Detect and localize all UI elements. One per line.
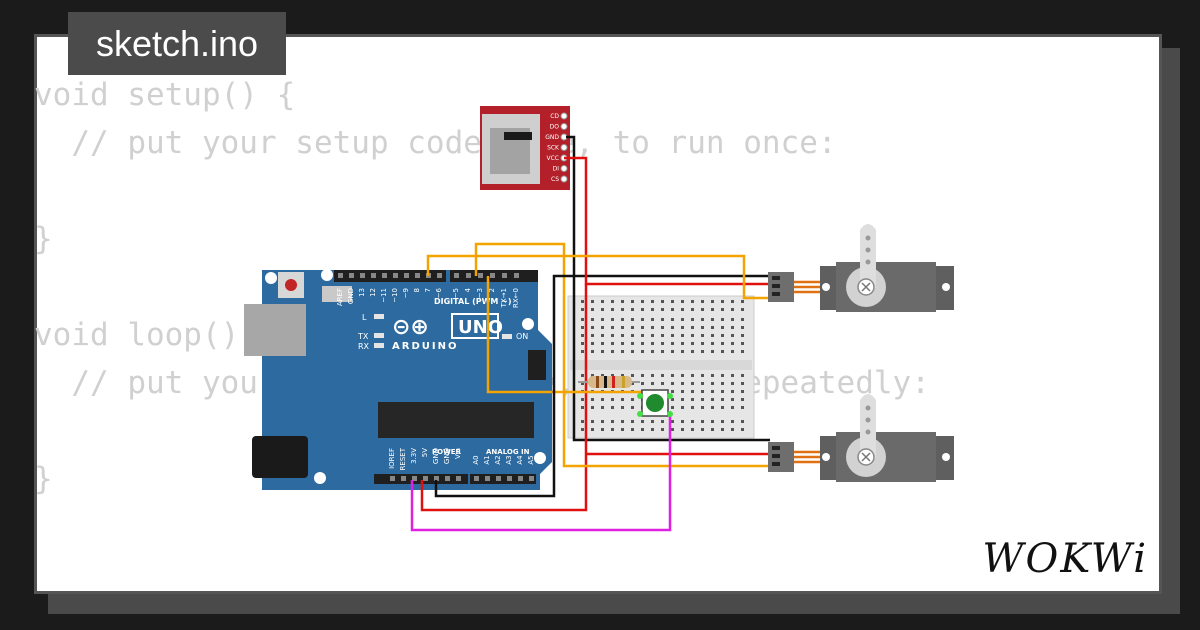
icsp-header [528, 350, 546, 380]
digital-pin-label: ~9 [402, 288, 410, 298]
digital-pin-label: TX→1 [500, 288, 508, 308]
led-label-rx: RX [358, 342, 370, 351]
power-pin-label: GND [432, 448, 440, 464]
digital-pin-label: 12 [369, 288, 377, 297]
sd-pin-label: SCK [547, 145, 560, 152]
on-led-label: ON [516, 332, 528, 341]
code-line: void setup() { [34, 77, 296, 113]
power-pin-label: Vin [454, 448, 462, 459]
digital-pin-label: RX←0 [512, 288, 520, 308]
resistor[interactable] [578, 376, 640, 388]
arduino-infinity-logo: ⊝⊕ [392, 315, 429, 340]
power-header [374, 474, 468, 484]
power-jack [252, 436, 308, 478]
arduino-logo-text: ARDUINO [392, 341, 458, 352]
power-pin-label: 5V [421, 448, 429, 457]
led-label-tx: TX [357, 332, 369, 341]
sd-pin-label: CS [551, 176, 559, 183]
digital-pin-label: 7 [424, 288, 432, 292]
code-line: } [34, 221, 53, 257]
led-label-l: L [362, 313, 367, 322]
analog-header [470, 474, 536, 484]
digital-pin-label: ~5 [452, 288, 460, 298]
push-button[interactable] [637, 389, 673, 417]
power-pin-label: 3.3V [410, 448, 418, 464]
digital-pin-label: ~10 [391, 288, 399, 303]
servo-motor-2[interactable] [768, 394, 954, 482]
atmega-chip [378, 402, 534, 438]
analog-pin-label: A4 [516, 455, 524, 465]
sd-pin-label: VCC [547, 155, 559, 162]
analog-label: ANALOG IN [486, 448, 530, 456]
digital-pin-label: 4 [464, 287, 472, 292]
code-line: } [34, 461, 53, 497]
sd-pin-label: GND [545, 134, 559, 141]
usb-port [244, 304, 306, 356]
sd-pin-label: DO [550, 124, 560, 131]
digital-pin-label: GND [347, 288, 355, 304]
sd-pin-label: DI [553, 166, 560, 173]
sd-card-module[interactable]: CD DO GND SCK VCC DI CS [480, 106, 570, 190]
power-pin-label: IOREF [388, 448, 396, 469]
analog-pin-label: A2 [494, 455, 502, 464]
file-name-tab[interactable]: sketch.ino [68, 12, 286, 75]
digital-pin-label: ~11 [380, 288, 388, 303]
analog-pin-label: A1 [483, 455, 491, 464]
digital-pin-label: 2 [488, 288, 496, 292]
breadboard [567, 295, 755, 439]
digital-label: DIGITAL (PWM ~) [434, 297, 512, 306]
digital-pin-label: ~3 [476, 288, 484, 298]
digital-pin-label: AREF [336, 288, 344, 306]
wires [410, 135, 770, 532]
digital-pin-label: 8 [413, 288, 421, 292]
model-label: UNO [458, 317, 503, 338]
power-label: POWER [432, 448, 462, 456]
analog-pin-label: A3 [505, 455, 513, 464]
digital-pin-label: ~6 [435, 287, 443, 298]
analog-pin-label: A5 [527, 455, 535, 464]
analog-pin-label: A0 [472, 455, 480, 464]
power-pin-label: GND [443, 448, 451, 464]
wokwi-logo: WOKWi [982, 536, 1148, 582]
sd-pin-label: CD [550, 113, 559, 120]
digital-pin-label: 13 [358, 288, 366, 297]
servo-motor-1[interactable] [768, 224, 954, 312]
power-pin-label: RESET [399, 447, 407, 470]
